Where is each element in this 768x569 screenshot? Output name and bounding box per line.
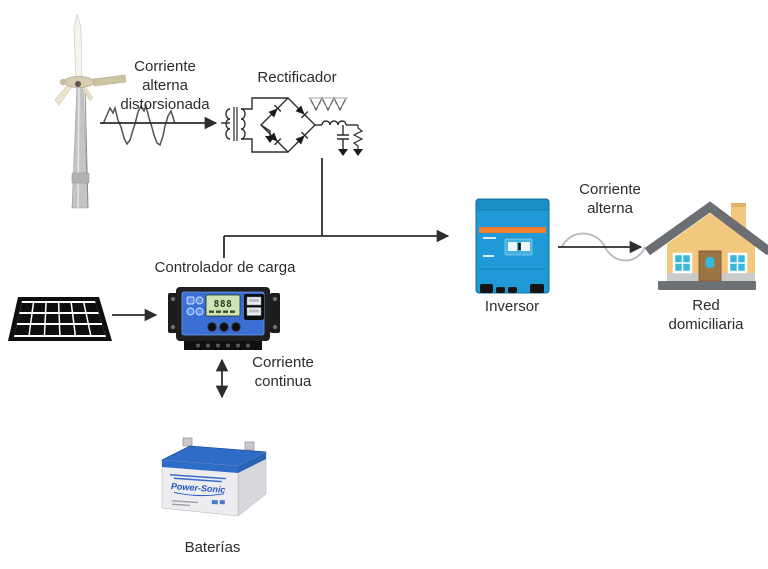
label-batteries: Baterías (184, 539, 241, 556)
terminal-screws (196, 343, 250, 348)
label-charge-controller: Controlador de carga (154, 259, 296, 276)
charge-controller-image: 888 (168, 287, 280, 350)
battery-fine-print (171, 500, 198, 507)
mounting-flange (168, 293, 178, 333)
rectifier-circuit-icon (225, 96, 364, 156)
house-window (727, 252, 748, 274)
transformer-core (233, 107, 238, 141)
pole-collar (71, 172, 90, 184)
terminal-block (184, 341, 262, 350)
turbine-blade (73, 13, 83, 83)
label-home-grid: Red domiciliaria (668, 297, 744, 333)
ground-icon (265, 136, 275, 143)
inverter-control-panel (504, 238, 533, 256)
label-wind-current: Corriente alterna distorsionada (120, 58, 210, 113)
ground-icon (353, 149, 363, 156)
controller-lcd-value: 888 (214, 299, 233, 310)
turbine-hub (75, 81, 81, 87)
transformer-secondary-coil (240, 108, 246, 140)
filter-inductor (321, 120, 347, 126)
indicator-icons (186, 296, 204, 316)
distorted-wave-icon (102, 103, 176, 147)
label-inverter: Inversor (484, 298, 540, 315)
label-rectifier: Rectificador (257, 69, 337, 86)
solar-cells (14, 303, 106, 335)
house-window (672, 252, 693, 274)
diode (268, 104, 282, 118)
label-dc-current: Corriente continua (252, 354, 314, 390)
inverter-connectors (480, 284, 544, 293)
controller-buttons (207, 322, 241, 332)
label-ac-current: Corriente alterna (579, 181, 641, 217)
filter-resistor (352, 125, 364, 149)
dc-bus-wires (112, 158, 450, 399)
diode-bridge (260, 97, 316, 153)
diode (295, 105, 309, 119)
battery-terminal (182, 437, 255, 451)
filter-capacitor (337, 125, 349, 149)
lcd-status-row (209, 310, 235, 313)
ac-output-flow (558, 232, 646, 262)
inverter-image (475, 198, 550, 294)
battery-badge (211, 499, 225, 505)
battery-image: Power-Sonic (160, 437, 268, 517)
ground-icon (338, 149, 348, 156)
transformer-primary-coil (225, 108, 231, 140)
house-icon (645, 201, 768, 290)
solar-panel-icon (8, 297, 112, 341)
diode (295, 131, 309, 145)
battery-logo: Power-Sonic (171, 481, 226, 495)
mounting-flange (270, 293, 280, 333)
ripple-wave-icon (308, 96, 348, 112)
usb-port (246, 296, 262, 316)
wind-turbine-image (54, 13, 127, 209)
house-gable (667, 213, 753, 244)
house-base (658, 281, 756, 290)
house-roof (645, 201, 768, 256)
inverter-orange-stripe (479, 227, 546, 233)
door-window (705, 257, 715, 268)
battery-label-lines (169, 474, 226, 483)
